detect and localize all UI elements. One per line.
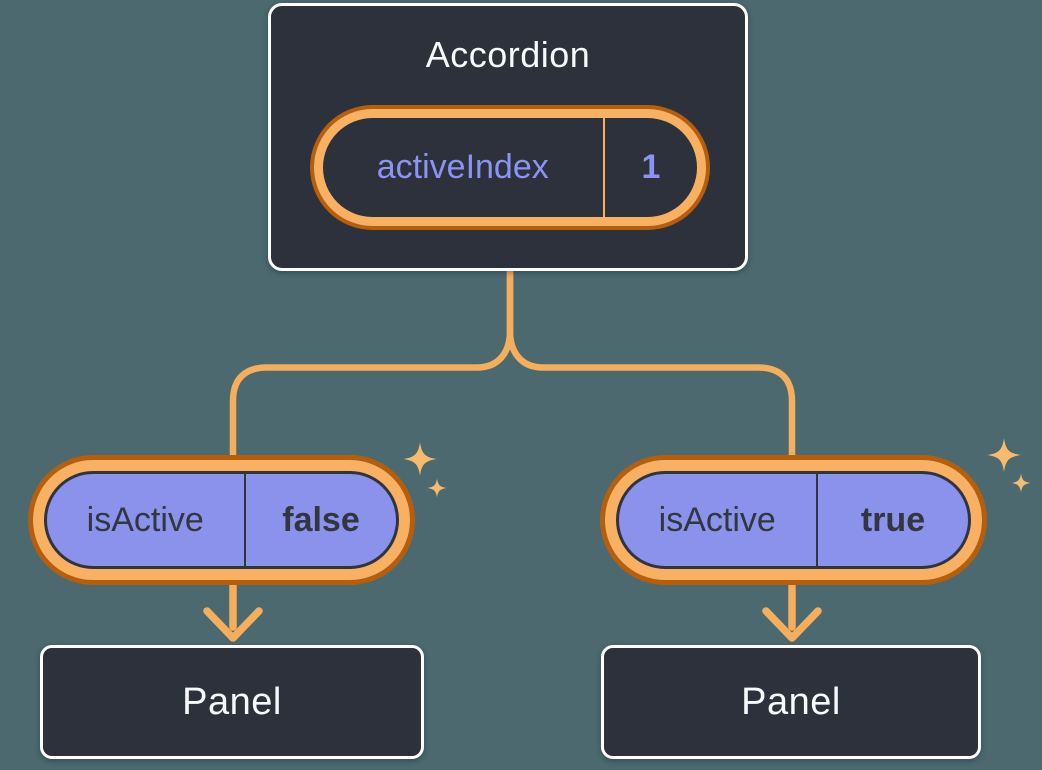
prop-name-cell: isActive xyxy=(619,474,816,566)
prop-pill-left: isActive false xyxy=(28,455,415,585)
arrow-down-icon xyxy=(762,607,822,642)
connector-left-branch xyxy=(229,264,514,464)
panel-box-right: Panel xyxy=(601,645,981,759)
pill-divider xyxy=(602,118,605,217)
component-title: Accordion xyxy=(425,34,591,75)
sparkle-icon xyxy=(427,478,447,498)
prop-value: true xyxy=(860,500,926,539)
sparkle-icon xyxy=(403,442,437,476)
prop-name: isActive xyxy=(658,500,776,539)
prop-value-cell: false xyxy=(246,474,396,566)
pill-divider xyxy=(243,474,246,566)
prop-value-cell: true xyxy=(818,474,968,566)
prop-name-cell: isActive xyxy=(47,474,244,566)
sparkle-icon xyxy=(987,438,1021,472)
connector-right-branch xyxy=(506,264,796,464)
state-name: activeIndex xyxy=(376,148,549,186)
panel-label: Panel xyxy=(741,680,841,723)
prop-pill-right: isActive true xyxy=(600,455,987,585)
state-name-cell: activeIndex xyxy=(323,118,603,217)
state-value: 1 xyxy=(641,148,661,186)
prop-value: false xyxy=(282,500,360,539)
prop-name: isActive xyxy=(86,500,204,539)
state-value-cell: 1 xyxy=(605,118,697,217)
state-pill: activeIndex 1 xyxy=(310,105,710,230)
sparkle-icon xyxy=(1011,473,1031,493)
pill-divider xyxy=(815,474,818,566)
arrow-down-icon xyxy=(203,607,263,642)
accordion-box: Accordion activeIndex 1 xyxy=(268,3,748,271)
panel-label: Panel xyxy=(182,680,282,723)
panel-box-left: Panel xyxy=(40,645,424,759)
